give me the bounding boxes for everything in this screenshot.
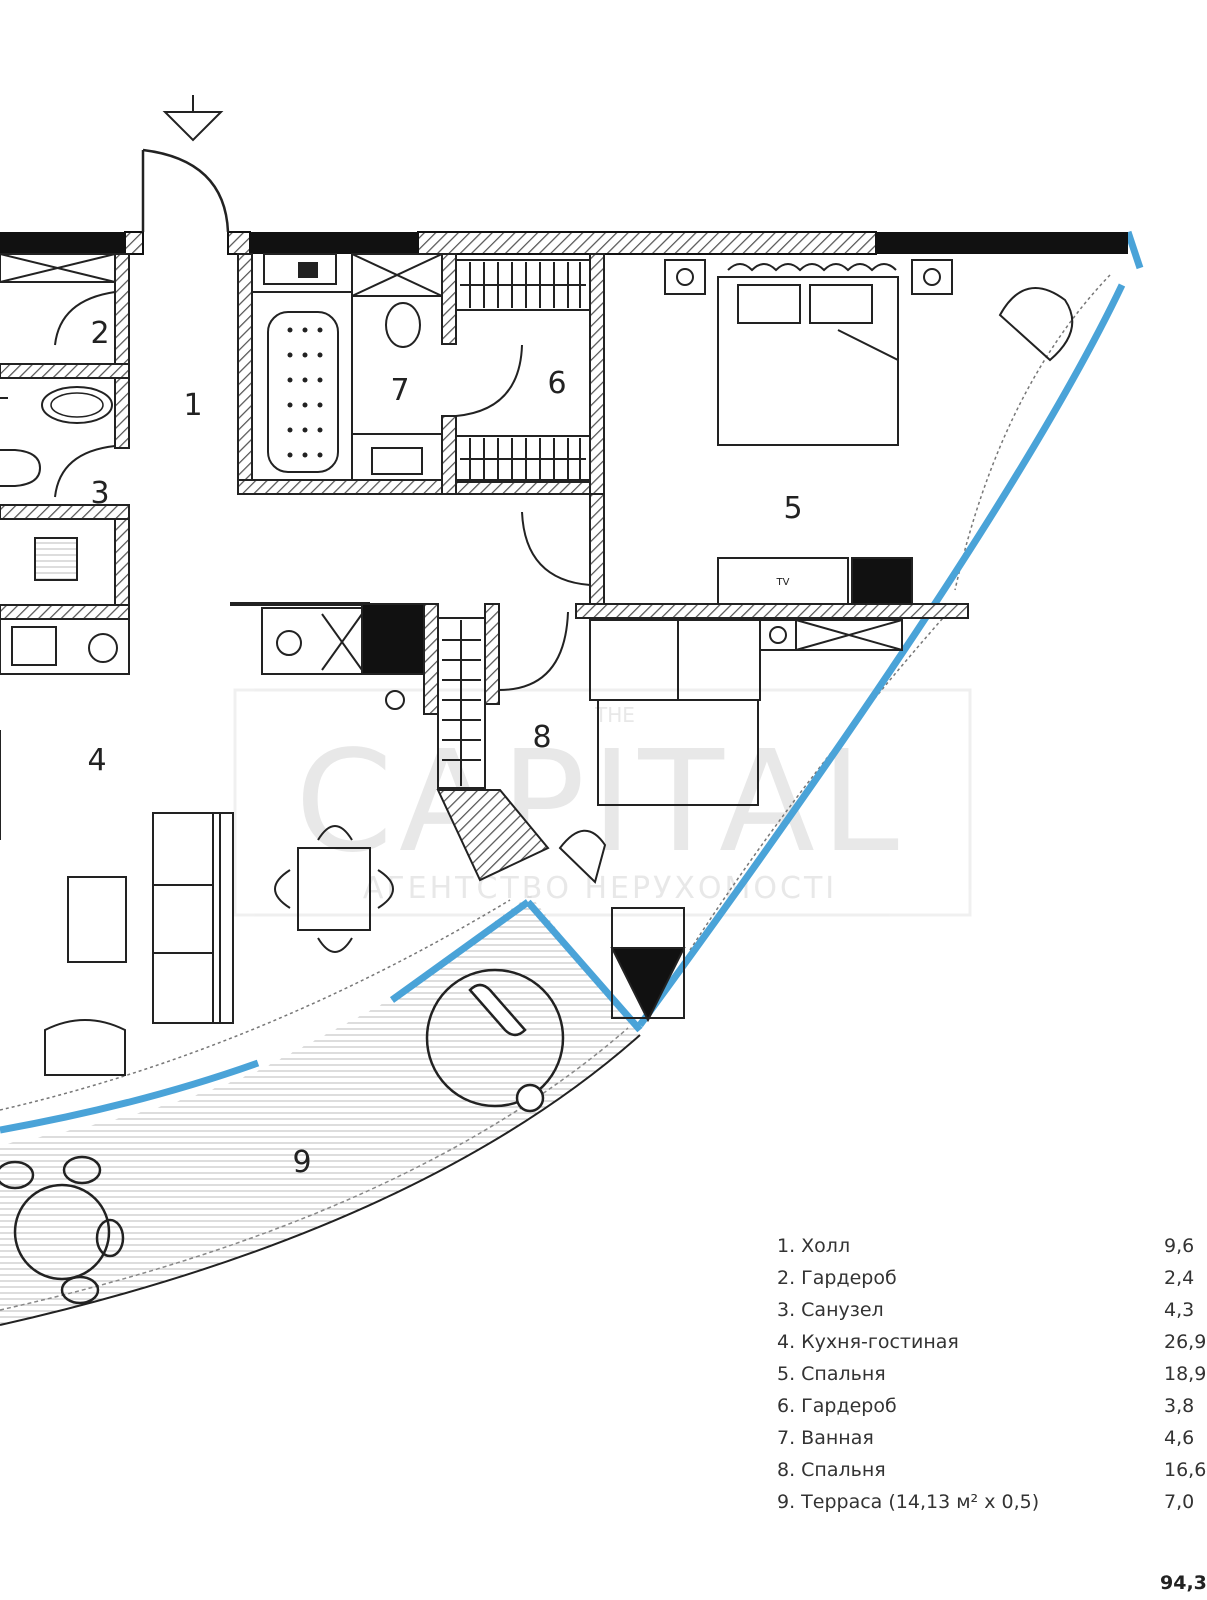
room-number-6: 6 bbox=[547, 366, 566, 401]
legend-area: 3,8 bbox=[1164, 1395, 1195, 1417]
legend-label: 1. Холл bbox=[777, 1235, 851, 1257]
room-number-5: 5 bbox=[783, 491, 802, 526]
room-number-4: 4 bbox=[87, 743, 106, 778]
room-number-8: 8 bbox=[532, 720, 551, 755]
kitchen-block bbox=[230, 602, 500, 715]
legend-row: 4. Кухня-гостиная 26,9 bbox=[777, 1331, 1206, 1363]
watermark-brand: CAPITAL bbox=[295, 721, 905, 884]
glazing-terrace-right bbox=[525, 899, 643, 1033]
legend-area: 4,3 bbox=[1164, 1299, 1195, 1321]
area-legend: 1. Холл 9,6 2. Гардероб 2,4 3. Санузел 4,3 4. … bbox=[777, 1235, 1206, 1523]
sink-icon bbox=[41, 386, 113, 424]
legend-row: 9. Терраса (14,13 м² х 0,5) 7,0 bbox=[777, 1491, 1200, 1523]
bathroom-block bbox=[237, 253, 605, 495]
legend-area: 26,9 bbox=[1164, 1331, 1207, 1353]
legend-row: 6. Гардероб 3,8 bbox=[777, 1395, 1200, 1427]
glazing-living bbox=[0, 1059, 260, 1134]
legend-label: 2. Гардероб bbox=[777, 1267, 897, 1289]
bedroom-8-wardrobe bbox=[436, 611, 569, 882]
legend-area: 16,6 bbox=[1164, 1459, 1207, 1481]
terrace-furniture bbox=[0, 968, 565, 1305]
entrance-door bbox=[141, 148, 230, 233]
room-number-2: 2 bbox=[90, 316, 109, 351]
shower-tray-icon bbox=[34, 537, 78, 581]
entrance-marker-icon bbox=[162, 95, 224, 142]
watermark: THE CAPITAL АГЕНТСТВО НЕРУХОМОСТІ bbox=[233, 688, 972, 917]
room-numbers: 1 2 3 4 5 6 7 8 9 bbox=[87, 316, 802, 1180]
room-number-7: 7 bbox=[390, 373, 409, 408]
total-area: 94,3 bbox=[1160, 1572, 1207, 1594]
room-number-3: 3 bbox=[90, 476, 109, 511]
legend-label: 6. Гардероб bbox=[777, 1395, 897, 1417]
boiler-icon bbox=[298, 262, 318, 278]
left-service-block bbox=[0, 253, 130, 675]
glazing-main-curve bbox=[637, 283, 1126, 1028]
dryer-icon bbox=[88, 633, 118, 663]
legend-row: 3. Санузел 4,3 bbox=[777, 1299, 1200, 1331]
bath-sink-icon bbox=[371, 447, 423, 475]
legend-row: 8. Спальня 16,6 bbox=[777, 1459, 1206, 1491]
legend-row: 1. Холл 9,6 bbox=[777, 1235, 1200, 1267]
glazing-top bbox=[1124, 230, 1144, 270]
room-number-1: 1 bbox=[183, 388, 202, 423]
toilet-icon bbox=[0, 449, 42, 487]
terrace-rail bbox=[0, 1027, 629, 1311]
sink-basin-icon bbox=[50, 392, 104, 418]
living-room-furniture bbox=[0, 730, 394, 1076]
legend-label: 9. Терраса (14,13 м² х 0,5) bbox=[777, 1491, 1040, 1513]
bedroom-8-furniture bbox=[558, 619, 903, 1023]
legend-label: 8. Спальня bbox=[777, 1459, 886, 1481]
washer-icon bbox=[11, 626, 57, 666]
curtain-line bbox=[954, 274, 1111, 591]
legend-row: 2. Гардероб 2,4 bbox=[777, 1267, 1200, 1299]
curtain-line bbox=[0, 899, 511, 1111]
legend-label: 3. Санузел bbox=[777, 1299, 884, 1321]
toilet-icon bbox=[385, 302, 421, 348]
wardrobe-hangers-icon bbox=[460, 262, 586, 480]
legend-label: 4. Кухня-гостиная bbox=[777, 1331, 959, 1353]
terrace-outer-edge bbox=[0, 1034, 641, 1326]
room-number-9: 9 bbox=[292, 1145, 311, 1180]
watermark-tagline: АГЕНТСТВО НЕРУХОМОСТІ bbox=[363, 871, 837, 906]
legend-label: 7. Ванная bbox=[777, 1427, 874, 1449]
watermark-small: THE bbox=[594, 703, 635, 727]
legend-area: 9,6 bbox=[1164, 1235, 1195, 1257]
glazing bbox=[0, 230, 1144, 1134]
legend-area: 4,6 bbox=[1164, 1427, 1195, 1449]
glazing-terrace-left bbox=[389, 899, 531, 1003]
legend-label: 5. Спальня bbox=[777, 1363, 886, 1385]
top-wall bbox=[0, 231, 1128, 255]
bathtub-dots-icon bbox=[287, 327, 323, 458]
legend-area: 7,0 bbox=[1164, 1491, 1195, 1513]
legend-area: 18,9 bbox=[1164, 1363, 1207, 1385]
tv-label: TV bbox=[776, 577, 790, 588]
legend-row: 7. Ванная 4,6 bbox=[777, 1427, 1200, 1459]
bedroom-5-furniture bbox=[521, 259, 1074, 619]
legend-area: 2,4 bbox=[1164, 1267, 1195, 1289]
curtain-line bbox=[689, 609, 951, 951]
legend-row: 5. Спальня 18,9 bbox=[777, 1363, 1206, 1395]
